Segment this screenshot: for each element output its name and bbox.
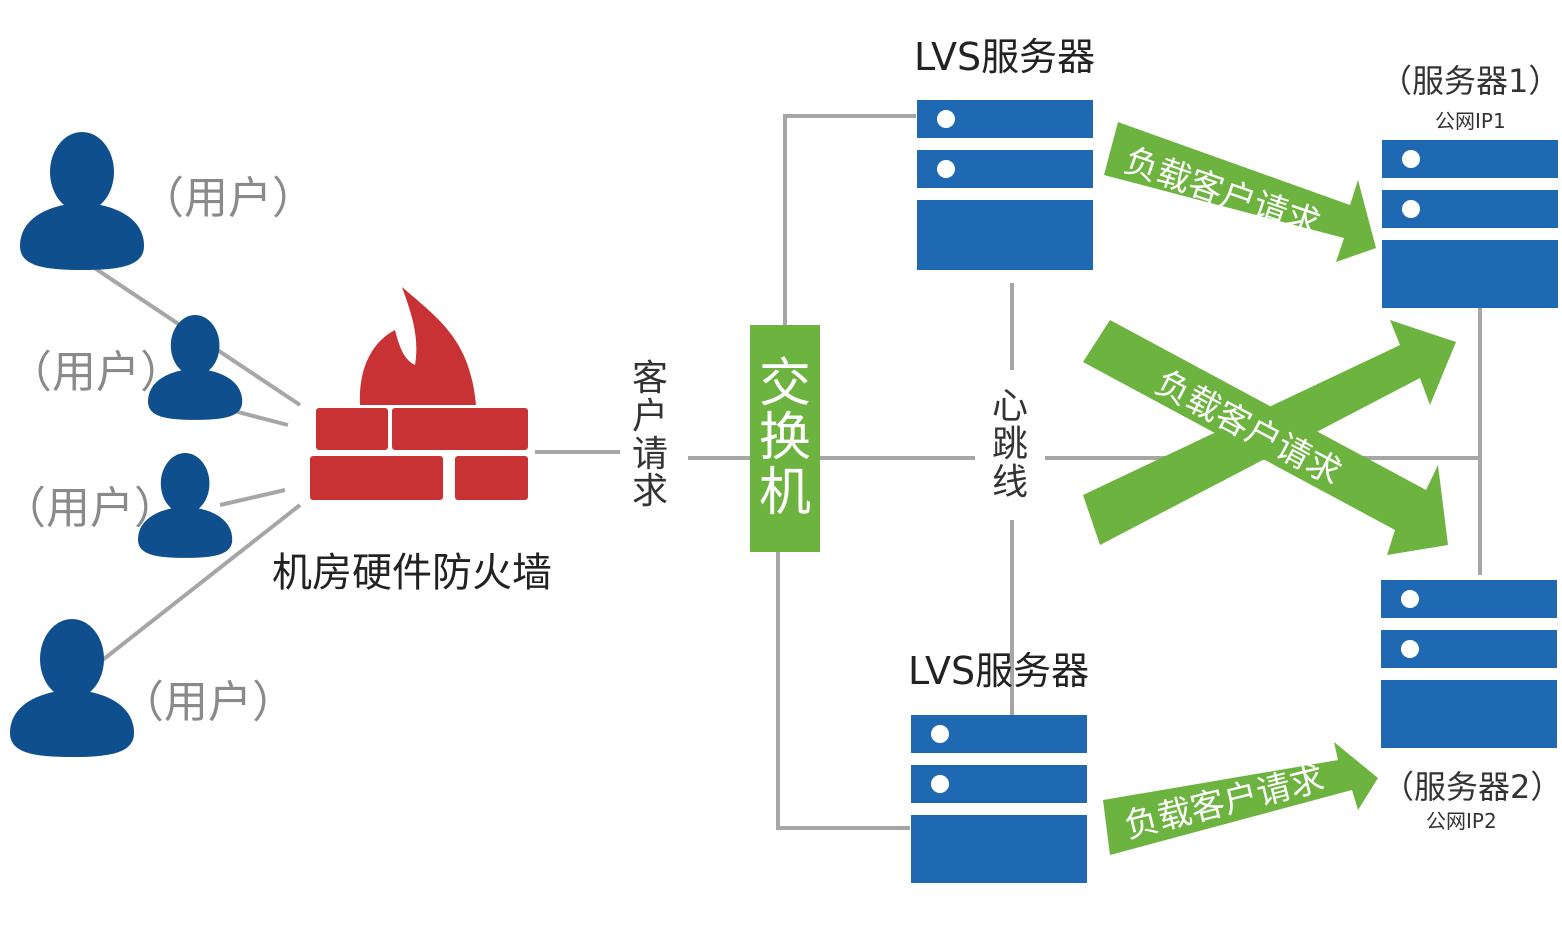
server1-icon — [1382, 140, 1558, 308]
user-icons — [10, 132, 243, 757]
user-label: （用户） — [140, 173, 316, 224]
server1-name: （服务器1） — [1380, 62, 1561, 100]
switch-char: 换 — [758, 408, 811, 469]
switch-lvs-top-line — [783, 114, 916, 325]
heartbeat-char: 跳 — [992, 423, 1029, 465]
user-label: （用户） — [2, 483, 178, 534]
firewall-icon — [310, 287, 528, 500]
client-request-char: 请 — [632, 433, 669, 475]
heartbeat-label: 心 跳 线 — [992, 388, 1028, 501]
server2-icon — [1381, 580, 1557, 748]
user2-firewall-line — [229, 408, 289, 427]
server2-name: （服务器2） — [1382, 768, 1562, 806]
lvs-bottom-label: LVS服务器 — [908, 649, 1090, 693]
user-label: （用户） — [120, 677, 296, 728]
client-request-char: 求 — [632, 471, 669, 513]
switch-box: 交 换 机 — [750, 325, 820, 552]
lvs-top-label: LVS服务器 — [914, 35, 1096, 79]
load-arrow-bottom-label: 负载客户请求 — [1121, 759, 1329, 847]
user-label: （用户） — [8, 347, 184, 398]
server2-ip: 公网IP2 — [1426, 809, 1497, 833]
user4-firewall-line — [98, 503, 302, 664]
load-arrow-top: 负载客户请求 — [1104, 122, 1376, 262]
lvs-server-bottom-icon — [911, 715, 1087, 885]
switch-char: 交 — [758, 353, 811, 414]
server1-ip: 公网IP1 — [1435, 109, 1506, 133]
brick-wall-icon — [310, 408, 528, 500]
connector-lines — [88, 114, 1482, 830]
user3-firewall-line — [219, 488, 286, 507]
client-request-char: 户 — [632, 395, 669, 437]
user-icon — [10, 619, 134, 757]
load-arrow-bottom: 负载客户请求 — [1103, 742, 1378, 855]
heartbeat-char: 线 — [992, 461, 1029, 503]
client-request-label: 客 户 请 求 — [632, 360, 668, 511]
user-icon — [138, 453, 233, 558]
lvs-server-top-icon — [917, 100, 1093, 270]
user-icon — [148, 315, 243, 420]
firewall-label: 机房硬件防火墙 — [272, 550, 552, 596]
user-icon — [20, 132, 144, 270]
heartbeat-char: 心 — [992, 386, 1029, 427]
flame-icon — [359, 287, 476, 405]
client-request-char: 客 — [632, 358, 669, 399]
switch-label: 交 换 机 — [759, 357, 811, 521]
switch-lvs-bottom-line — [776, 552, 910, 830]
switch-char: 机 — [758, 462, 811, 523]
